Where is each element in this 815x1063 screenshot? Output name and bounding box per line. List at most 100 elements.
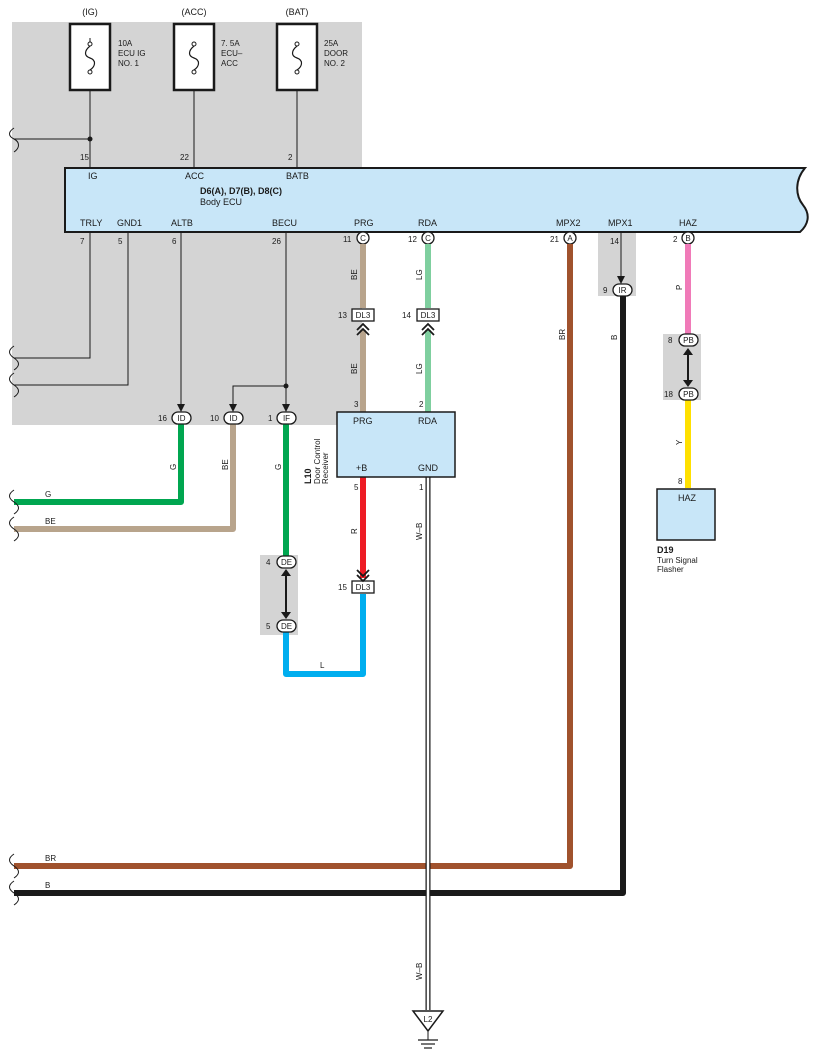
svg-text:PB: PB bbox=[683, 390, 694, 399]
svg-text:DL3: DL3 bbox=[356, 311, 371, 320]
receiver-pin-num: 5 bbox=[354, 483, 359, 492]
svg-text:14: 14 bbox=[402, 311, 411, 320]
wire-label: LG bbox=[415, 363, 424, 374]
ecu-pin-label: BATB bbox=[286, 171, 309, 181]
fuse-terminal bbox=[191, 69, 197, 75]
junction-id-10: ID 10 bbox=[210, 411, 244, 425]
svg-text:DE: DE bbox=[281, 622, 292, 631]
wire-br bbox=[14, 244, 573, 869]
ecu-pin-label: RDA bbox=[418, 218, 437, 228]
wire-label: B bbox=[610, 335, 619, 340]
wire-break-icon bbox=[9, 516, 19, 542]
fuse-icon bbox=[291, 45, 303, 71]
junction-ir-9: IR 9 bbox=[603, 283, 633, 297]
fuse-terminal bbox=[294, 69, 300, 75]
svg-text:1: 1 bbox=[268, 414, 273, 423]
receiver-pin-label: PRG bbox=[353, 416, 373, 426]
ecu-pin-num: 2 bbox=[288, 153, 293, 162]
ecu-pin-label: HAZ bbox=[679, 218, 698, 228]
wire-label: BR bbox=[558, 329, 567, 340]
wire-label: BE bbox=[350, 269, 359, 280]
ecu-pin-num: 21 bbox=[550, 235, 559, 244]
fuse-power-label: (BAT) bbox=[286, 7, 309, 17]
arrow-icon bbox=[229, 404, 237, 412]
flasher-code: D19 bbox=[657, 545, 674, 555]
fuse-terminal bbox=[191, 41, 197, 47]
fuse-terminal bbox=[294, 41, 300, 47]
svg-text:PB: PB bbox=[683, 336, 694, 345]
wire-label: Y bbox=[675, 439, 684, 445]
wire-label: LG bbox=[415, 269, 424, 280]
fuse-power-label: (IG) bbox=[82, 7, 98, 17]
svg-text:9: 9 bbox=[603, 286, 608, 295]
fuse-name: NO. 1 bbox=[118, 59, 139, 68]
receiver-pin-num: 2 bbox=[419, 400, 424, 409]
flasher-name: Flasher bbox=[657, 565, 684, 574]
receiver-pin-num: 3 bbox=[354, 400, 359, 409]
connector-a-mpx2: A bbox=[563, 231, 577, 245]
jumper-pb bbox=[683, 348, 693, 387]
body-ecu-box bbox=[64, 167, 809, 233]
wire-trly bbox=[14, 232, 91, 359]
connector-dl3-14: DL3 14 bbox=[402, 308, 440, 336]
svg-text:5: 5 bbox=[266, 622, 271, 631]
ecu-pin-num: 15 bbox=[80, 153, 89, 162]
receiver-pin-num: 1 bbox=[419, 483, 424, 492]
ecu-pin-num: 14 bbox=[610, 237, 619, 246]
svg-text:C: C bbox=[425, 234, 431, 243]
arrow-icon bbox=[177, 404, 185, 412]
connector-b-haz: B bbox=[681, 231, 695, 245]
flasher-pin-label: HAZ bbox=[678, 493, 697, 503]
wire-label: G bbox=[274, 464, 283, 470]
wire-label: BE bbox=[45, 517, 56, 526]
junction-if-1: IF 1 bbox=[268, 411, 297, 425]
body-ecu-name: Body ECU bbox=[200, 197, 242, 207]
wire-gnd1 bbox=[14, 232, 129, 386]
wire-label: BE bbox=[350, 363, 359, 374]
fuse-terminal bbox=[87, 69, 93, 75]
ecu-pin-label: IG bbox=[88, 171, 98, 181]
junction-de-4: DE 4 bbox=[266, 555, 297, 569]
connector-c-prg: C bbox=[356, 231, 370, 245]
ecu-pin-num: 2 bbox=[673, 235, 678, 244]
svg-text:DL3: DL3 bbox=[421, 311, 436, 320]
fuse-icon bbox=[84, 45, 96, 71]
svg-text:ID: ID bbox=[230, 414, 238, 423]
svg-text:4: 4 bbox=[266, 558, 271, 567]
wire-break-icon bbox=[9, 127, 19, 153]
receiver-pin-label: RDA bbox=[418, 416, 437, 426]
flasher-pin-num: 8 bbox=[678, 477, 683, 486]
wire-label: BR bbox=[45, 854, 56, 863]
ecu-pin-label: ALTB bbox=[171, 218, 193, 228]
fuse-rating: 10A bbox=[118, 39, 133, 48]
fuse-power-label: (ACC) bbox=[182, 7, 207, 17]
ecu-pin-num: 22 bbox=[180, 153, 189, 162]
ecu-pin-label: TRLY bbox=[80, 218, 102, 228]
fuse-name: DOOR bbox=[324, 49, 348, 58]
flasher-name: Turn Signal bbox=[657, 556, 698, 565]
connector-c-rda: C bbox=[421, 231, 435, 245]
wire-break-icon bbox=[9, 853, 19, 879]
junction-id-16: ID 16 bbox=[158, 411, 192, 425]
wire-label: B bbox=[45, 881, 50, 890]
wire-be-becu bbox=[14, 424, 236, 532]
wire-label: BE bbox=[221, 459, 230, 470]
ecu-pin-num: 11 bbox=[343, 235, 352, 244]
svg-text:C: C bbox=[360, 234, 366, 243]
wire-label: L bbox=[320, 661, 325, 670]
junction-pb-8: PB 8 bbox=[668, 333, 699, 347]
svg-text:ID: ID bbox=[178, 414, 186, 423]
ecu-pin-label: BECU bbox=[272, 218, 297, 228]
fuse-box bbox=[275, 22, 319, 92]
ecu-pin-num: 5 bbox=[118, 237, 123, 246]
fuse-rating: 25A bbox=[324, 39, 339, 48]
ecu-pin-label: MPX1 bbox=[608, 218, 633, 228]
ecu-pin-label: PRG bbox=[354, 218, 374, 228]
connector-dl3-15: DL3 15 bbox=[338, 569, 375, 594]
fuse-name: ACC bbox=[221, 59, 238, 68]
wire-break-icon bbox=[9, 372, 19, 398]
receiver-name: Receiver bbox=[321, 452, 330, 484]
ecu-pin-label: MPX2 bbox=[556, 218, 581, 228]
wire-l bbox=[283, 594, 366, 677]
